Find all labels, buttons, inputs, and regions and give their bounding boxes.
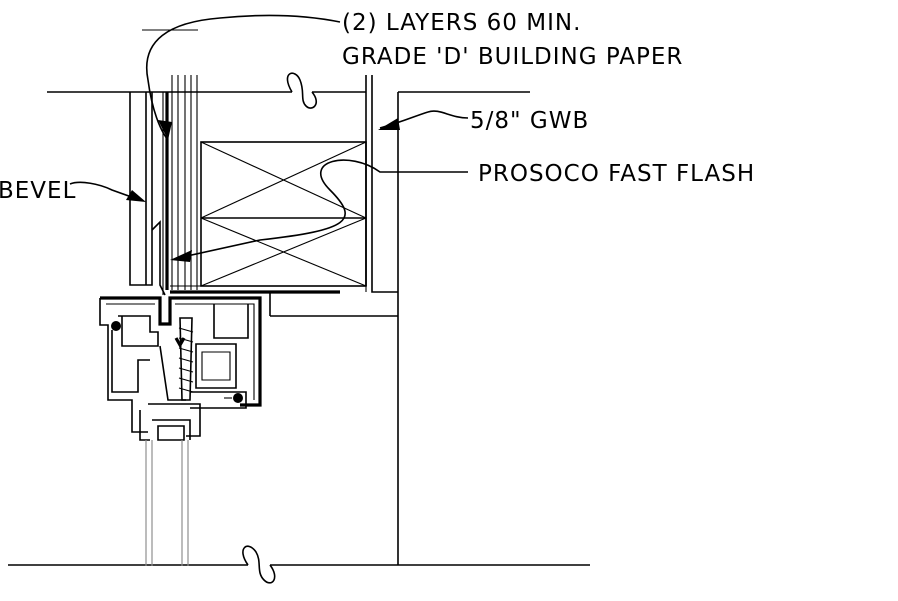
leader-gwb: [378, 110, 469, 130]
fastener-screw: [178, 317, 194, 401]
header-box: [200, 141, 367, 287]
leader-fast-flash: [170, 159, 468, 262]
bottom-break-line: [8, 545, 590, 584]
fast-flash-label: PROSOCO FAST FLASH: [478, 161, 755, 187]
gwb-label: 5/8" GWB: [470, 108, 589, 134]
gwb-board: [269, 75, 399, 565]
bevel-label: BEVEL: [0, 178, 76, 204]
sheathing-layers: [151, 75, 198, 296]
window-frame-profile: [99, 296, 262, 441]
flashing: [170, 285, 367, 294]
sealant-beads: [111, 321, 243, 403]
leader-building-paper: [142, 14, 341, 141]
bevel-siding: [129, 92, 153, 286]
top-break-line: [47, 72, 530, 109]
glazing-unit: [145, 440, 189, 566]
building-paper-label-line1: (2) LAYERS 60 MIN.: [342, 10, 581, 36]
leader-bevel: [69, 181, 146, 202]
building-paper-label-line2: GRADE 'D' BUILDING PAPER: [342, 44, 683, 70]
